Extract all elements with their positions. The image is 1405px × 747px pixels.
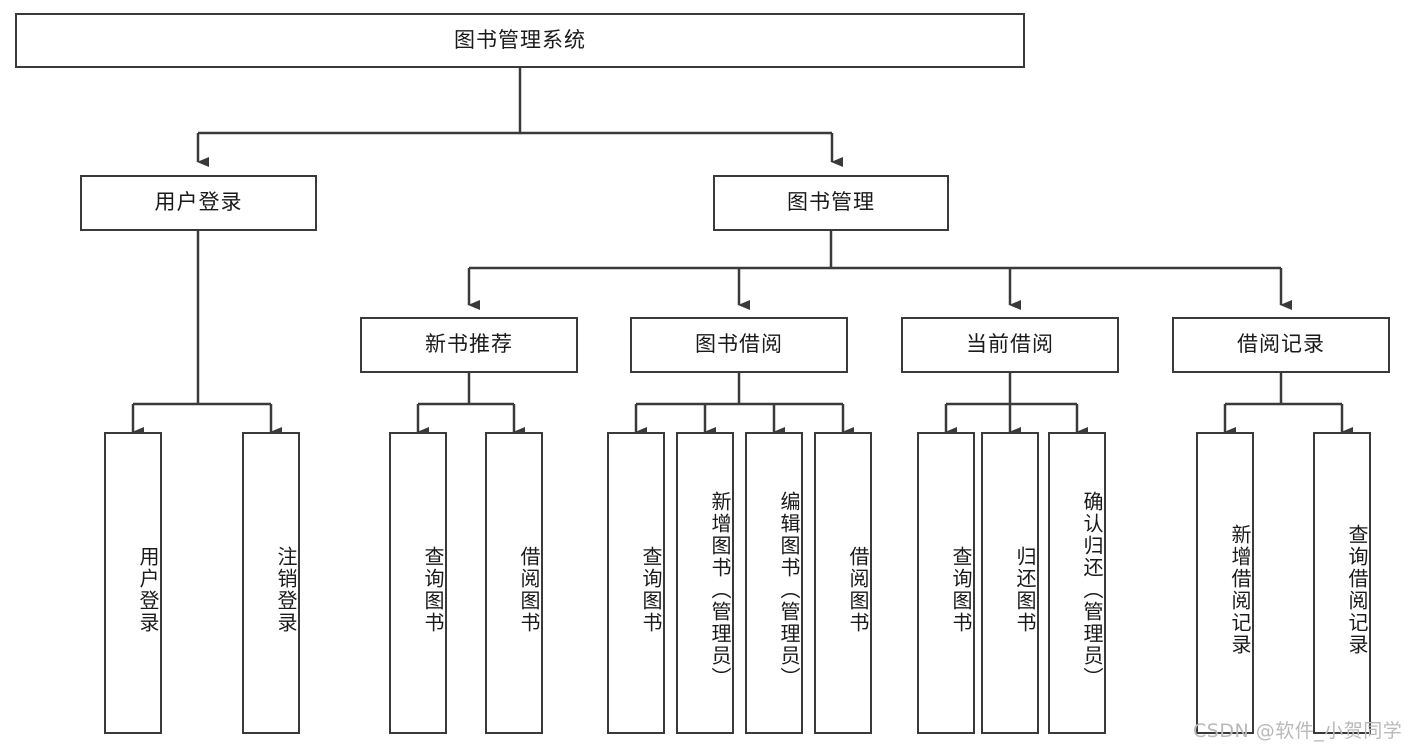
csdn-watermark: CSDN @软件_小贺同学 bbox=[1193, 720, 1403, 742]
leaf-borrow-do-borrow-label: 借阅图书 bbox=[846, 546, 870, 634]
node-book-borrow[interactable]: 图书借阅 bbox=[630, 317, 848, 373]
leaf-current-return-book[interactable]: 归还图书 bbox=[981, 432, 1039, 734]
node-root-label: 图书管理系统 bbox=[454, 27, 586, 52]
leaf-user-login[interactable]: 用户登录 bbox=[104, 432, 162, 734]
node-new-book-recommend-label: 新书推荐 bbox=[425, 332, 513, 357]
node-root[interactable]: 图书管理系统 bbox=[15, 13, 1025, 68]
leaf-record-add-label: 新增借阅记录 bbox=[1228, 524, 1252, 656]
leaf-user-login-label: 用户登录 bbox=[136, 546, 160, 634]
leaf-borrow-do-borrow[interactable]: 借阅图书 bbox=[814, 432, 872, 734]
leaf-borrow-add-book[interactable]: 新增图书（管理员） bbox=[676, 432, 734, 734]
leaf-current-query-book[interactable]: 查询图书 bbox=[917, 432, 975, 734]
leaf-recommend-query-book-label: 查询图书 bbox=[421, 546, 445, 634]
leaf-current-query-book-label: 查询图书 bbox=[949, 546, 973, 634]
node-borrow-record-label: 借阅记录 bbox=[1237, 332, 1325, 357]
leaf-borrow-add-book-label: 新增图书（管理员） bbox=[708, 491, 732, 689]
leaf-recommend-borrow-book-label: 借阅图书 bbox=[517, 546, 541, 634]
node-book-manage[interactable]: 图书管理 bbox=[713, 175, 949, 231]
leaf-logout-label: 注销登录 bbox=[274, 546, 298, 634]
node-user-login[interactable]: 用户登录 bbox=[80, 175, 317, 231]
leaf-borrow-edit-book[interactable]: 编辑图书（管理员） bbox=[745, 432, 803, 734]
node-user-login-label: 用户登录 bbox=[154, 190, 243, 215]
node-current-borrow[interactable]: 当前借阅 bbox=[901, 317, 1119, 373]
leaf-borrow-query-book-label: 查询图书 bbox=[639, 546, 663, 634]
leaf-record-add[interactable]: 新增借阅记录 bbox=[1196, 432, 1254, 734]
leaf-logout[interactable]: 注销登录 bbox=[242, 432, 300, 734]
leaf-recommend-query-book[interactable]: 查询图书 bbox=[389, 432, 447, 734]
leaf-recommend-borrow-book[interactable]: 借阅图书 bbox=[485, 432, 543, 734]
leaf-borrow-edit-book-label: 编辑图书（管理员） bbox=[777, 491, 801, 689]
leaf-current-return-book-label: 归还图书 bbox=[1013, 546, 1037, 634]
node-book-borrow-label: 图书借阅 bbox=[695, 332, 783, 357]
node-new-book-recommend[interactable]: 新书推荐 bbox=[360, 317, 578, 373]
node-borrow-record[interactable]: 借阅记录 bbox=[1172, 317, 1390, 373]
leaf-record-query-label: 查询借阅记录 bbox=[1345, 524, 1369, 656]
node-current-borrow-label: 当前借阅 bbox=[966, 332, 1054, 357]
leaf-current-confirm-return-label: 确认归还（管理员） bbox=[1080, 491, 1104, 689]
leaf-current-confirm-return[interactable]: 确认归还（管理员） bbox=[1048, 432, 1106, 734]
leaf-record-query[interactable]: 查询借阅记录 bbox=[1313, 432, 1371, 734]
node-book-manage-label: 图书管理 bbox=[787, 190, 875, 215]
leaf-borrow-query-book[interactable]: 查询图书 bbox=[607, 432, 665, 734]
